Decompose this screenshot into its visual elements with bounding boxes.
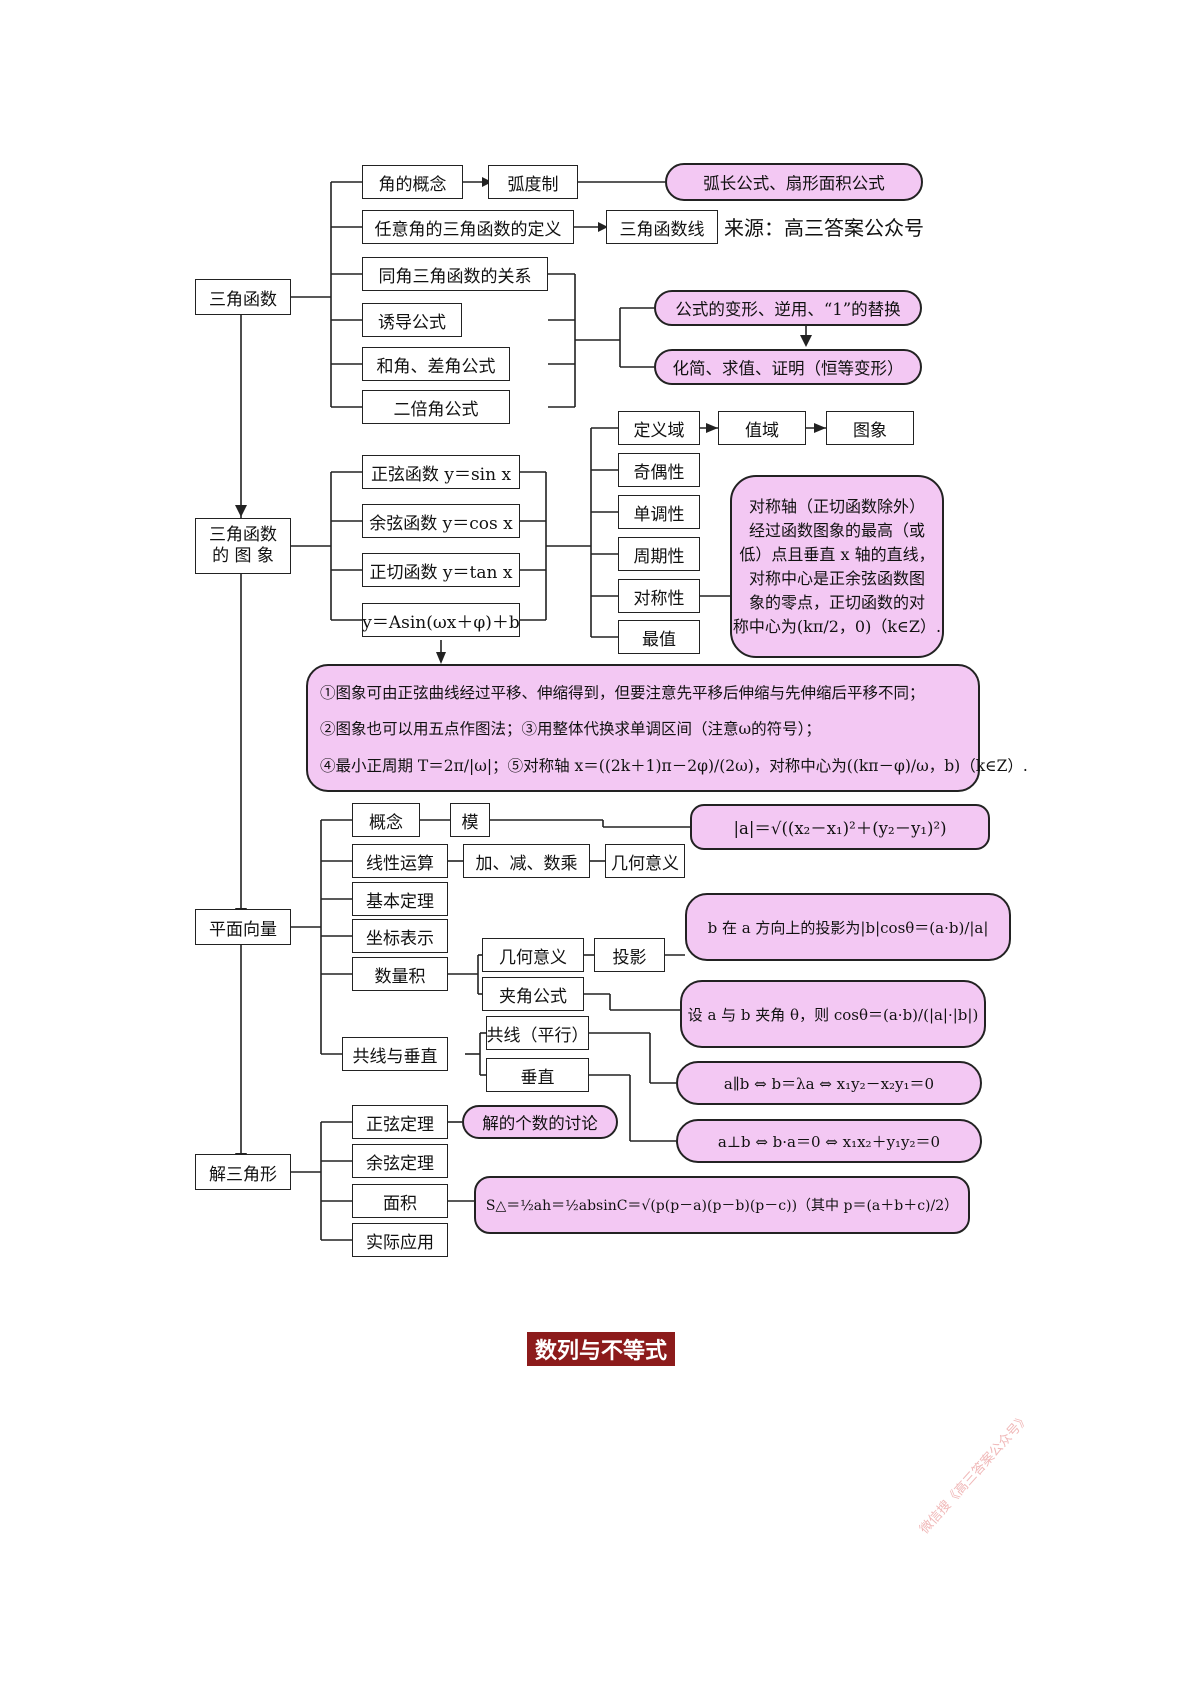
vec-dot-product: 数量积: [352, 957, 448, 991]
tri-application: 实际应用: [352, 1223, 448, 1257]
prop-image: 图象: [826, 411, 914, 445]
vec-angle-formula: 设 a 与 b 夹角 θ，则 cosθ＝(a·b)/(|a|·|b|): [680, 980, 986, 1048]
vec-add-sub-mul: 加、减、数乘: [463, 844, 590, 878]
prop-extremum: 最值: [618, 620, 700, 654]
vec-coord-rep: 坐标表示: [352, 919, 448, 953]
symmetry-line-3: 低）点且垂直 x 轴的直线，: [739, 544, 935, 564]
symmetry-line-6: 称中心为(kπ/2，0)（k∈Z）.: [732, 616, 942, 636]
section-heading: 数列与不等式: [527, 1332, 675, 1366]
vec-basic-theorem: 基本定理: [352, 882, 448, 916]
node-arc-formula: 弧长公式、扇形面积公式: [665, 163, 923, 201]
node-sum-diff: 和角、差角公式: [362, 347, 510, 381]
node-simplify: 化简、求值、证明（恒等变形）: [654, 349, 922, 385]
node-induction: 诱导公式: [362, 303, 462, 337]
symmetry-note: 对称轴（正切函数除外） 经过函数图象的最高（或 低）点且垂直 x 轴的直线， 对…: [730, 475, 944, 658]
vec-projection: 投影: [594, 938, 665, 972]
vec-modulus: 模: [450, 803, 490, 837]
graph-note-3: ④最小正周期 T＝2π/|ω|；⑤对称轴 x＝((2k＋1)π－2φ)/(2ω)…: [320, 756, 1028, 775]
prop-parity: 奇偶性: [618, 453, 700, 487]
vec-concept: 概念: [352, 803, 420, 837]
symmetry-line-1: 对称轴（正切函数除外）: [748, 496, 925, 516]
vec-angle-box: 夹角公式: [482, 977, 584, 1011]
tri-sine-law: 正弦定理: [352, 1105, 448, 1139]
tri-area-formula: S△＝½ah＝½absinC＝√(p(p－a)(p－b)(p－c))（其中 p＝…: [474, 1176, 970, 1234]
node-angle-concept: 角的概念: [362, 165, 463, 199]
node-sine-function: 正弦函数 y＝sin x: [362, 455, 520, 489]
vec-parallel-formula: a∥b ⇔ b＝λa ⇔ x₁y₂－x₂y₁＝0: [676, 1061, 982, 1105]
root-plane-vectors: 平面向量: [195, 909, 291, 945]
node-formula-transform: 公式的变形、逆用、“1”的替换: [654, 290, 922, 326]
node-same-angle: 同角三角函数的关系: [362, 257, 548, 291]
node-general-sine: y＝Asin(ωx＋φ)＋b: [362, 603, 520, 637]
node-radian: 弧度制: [488, 165, 578, 199]
prop-period: 周期性: [618, 537, 700, 571]
vec-perp-formula: a⊥b ⇔ b·a＝0 ⇔ x₁x₂＋y₁y₂＝0: [676, 1119, 982, 1163]
tri-area: 面积: [352, 1184, 448, 1218]
vec-collinear: 共线（平行）: [486, 1016, 589, 1050]
node-double-angle: 二倍角公式: [362, 390, 510, 424]
root-trig-functions: 三角函数: [195, 279, 291, 315]
prop-range: 值域: [718, 411, 806, 445]
prop-domain: 定义域: [618, 411, 700, 445]
prop-symmetry: 对称性: [618, 579, 700, 613]
graph-notes: ①图象可由正弦曲线经过平移、伸缩得到，但要注意先平移后伸缩与先伸缩后平移不同； …: [306, 664, 1028, 792]
node-trig-line: 三角函数线: [606, 210, 718, 244]
vec-linear-ops: 线性运算: [352, 844, 448, 878]
vec-dot-geo: 几何意义: [482, 938, 584, 972]
symmetry-line-2: 经过函数图象的最高（或: [748, 520, 925, 540]
root-solve-triangles: 解三角形: [195, 1154, 291, 1190]
node-any-angle-def: 任意角的三角函数的定义: [362, 210, 574, 244]
vec-linear-geo: 几何意义: [605, 844, 685, 878]
node-tangent-function: 正切函数 y＝tan x: [362, 553, 520, 587]
root-trig-label: 三角函数: [209, 289, 277, 310]
source-note: 来源：高三答案公众号: [724, 216, 924, 240]
root-trig-graphs: 三角函数 的 图 象: [195, 518, 291, 574]
vec-modulus-formula: |a|＝√((x₂－x₁)²＋(y₂－y₁)²): [690, 804, 990, 850]
node-cosine-function: 余弦函数 y＝cos x: [362, 504, 520, 538]
graph-note-1: ①图象可由正弦曲线经过平移、伸缩得到，但要注意先平移后伸缩与先伸缩后平移不同；: [320, 683, 925, 702]
tri-cosine-law: 余弦定理: [352, 1144, 448, 1178]
graph-note-2: ②图象也可以用五点作图法；③用整体代换求单调区间（注意ω的符号）；: [320, 720, 821, 738]
vec-collinear-perp: 共线与垂直: [342, 1037, 448, 1071]
root-vector-label: 平面向量: [209, 919, 277, 940]
symmetry-line-4: 对称中心是正余弦函数图: [748, 568, 925, 588]
vec-perpendicular: 垂直: [486, 1058, 589, 1092]
vec-projection-formula: b 在 a 方向上的投影为|b|cosθ＝(a·b)/|a|: [685, 893, 1011, 961]
root-triangle-label: 解三角形: [209, 1164, 277, 1185]
prop-monotonic: 单调性: [618, 495, 700, 529]
symmetry-line-5: 象的零点，正切函数的对: [748, 592, 925, 612]
tri-num-solutions: 解的个数的讨论: [462, 1105, 618, 1139]
